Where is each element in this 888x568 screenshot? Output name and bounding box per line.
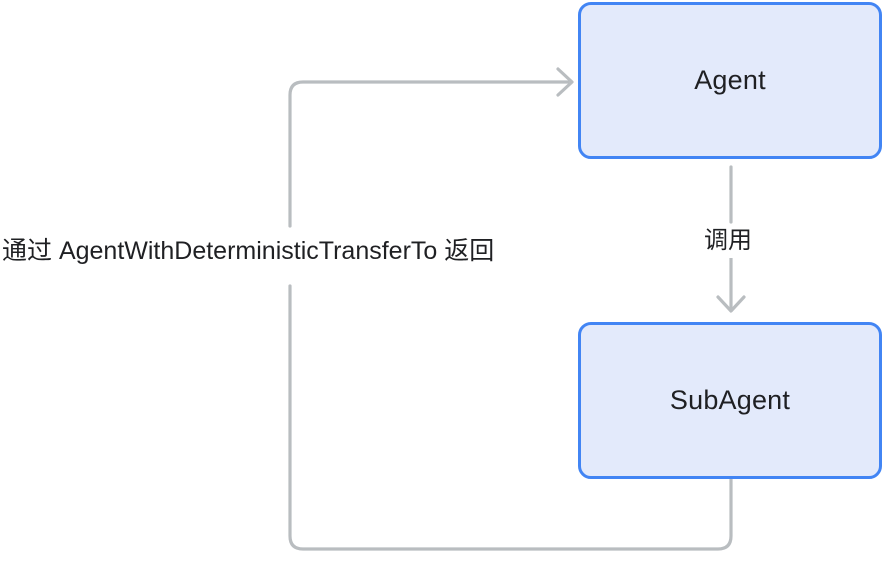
edge-subagent-to-agent-path-upper	[288, 80, 570, 228]
node-agent-label: Agent	[694, 65, 766, 95]
node-subagent[interactable]: SubAgent	[578, 322, 882, 479]
edge-agent-to-subagent-arrowhead-icon	[716, 295, 746, 313]
edge-subagent-to-agent-arrowhead-icon	[556, 67, 574, 97]
node-subagent-label: SubAgent	[669, 385, 791, 415]
edge-label-return: 通过 AgentWithDeterministicTransferTo 返回	[0, 234, 499, 271]
node-agent[interactable]: Agent	[578, 2, 882, 159]
edge-label-call: 调用	[697, 224, 759, 258]
